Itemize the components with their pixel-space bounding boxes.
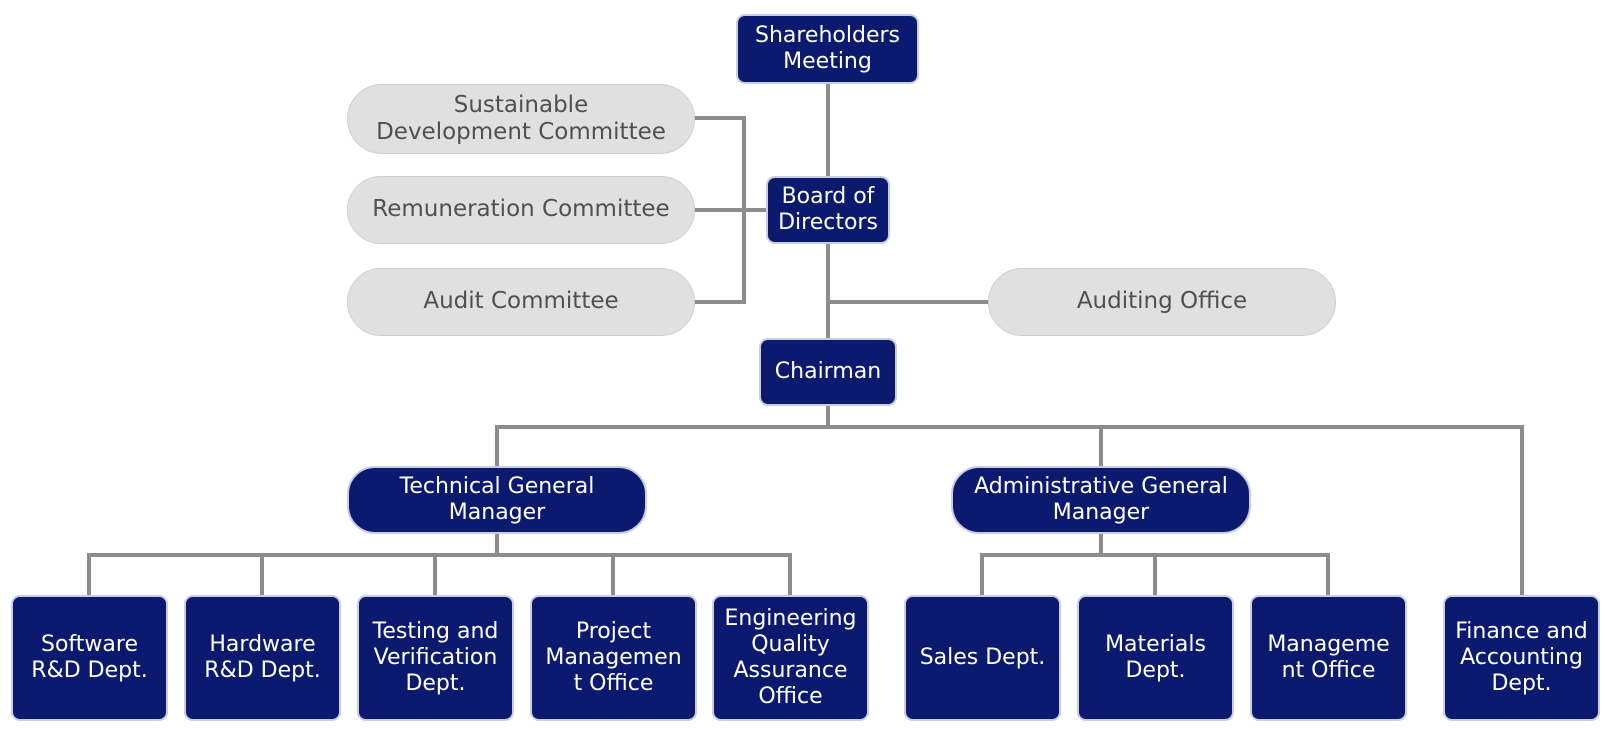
remuneration-committee-box: Remuneration Committee bbox=[347, 176, 695, 244]
audit-committee-box: Audit Committee bbox=[347, 268, 695, 336]
chairman-box: Chairman bbox=[759, 338, 897, 406]
sales-dept-box: Sales Dept. bbox=[904, 595, 1061, 721]
auditing-office-box: Auditing Office bbox=[988, 268, 1336, 336]
board-of-directors-box: Board of Directors bbox=[766, 176, 890, 244]
software-rd-dept-box: Software R&D Dept. bbox=[11, 595, 168, 721]
materials-dept-box: Materials Dept. bbox=[1077, 595, 1234, 721]
technical-general-manager-box: Technical General Manager bbox=[347, 466, 647, 534]
testing-verification-dept-box: Testing and Verification Dept. bbox=[357, 595, 514, 721]
management-office-box: Manageme nt Office bbox=[1250, 595, 1407, 721]
shareholders-meeting-box: Shareholders Meeting bbox=[736, 14, 919, 84]
sustainable-development-committee-box: Sustainable Development Committee bbox=[347, 84, 695, 154]
administrative-general-manager-box: Administrative General Manager bbox=[951, 466, 1251, 534]
hardware-rd-dept-box: Hardware R&D Dept. bbox=[184, 595, 341, 721]
finance-accounting-dept-box: Finance and Accounting Dept. bbox=[1443, 595, 1600, 721]
engineering-quality-assurance-office-box: Engineering Quality Assurance Office bbox=[712, 595, 869, 721]
project-management-office-box: Project Managemen t Office bbox=[530, 595, 697, 721]
